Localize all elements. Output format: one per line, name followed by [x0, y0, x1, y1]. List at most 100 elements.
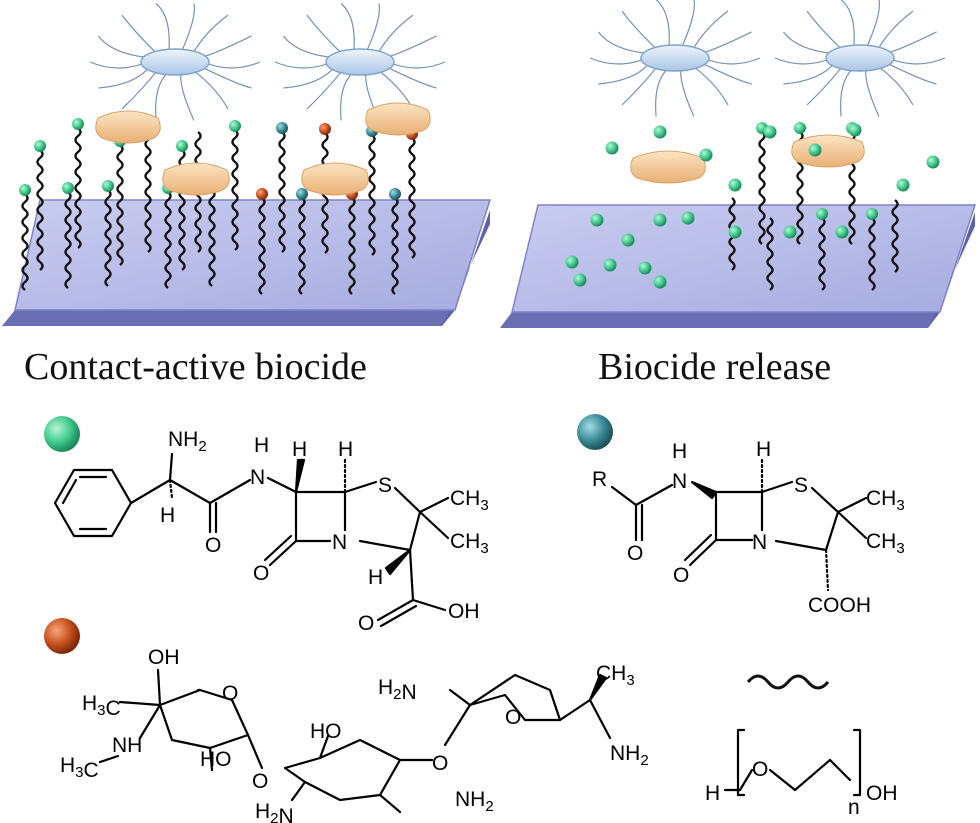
chain-wave-icon [746, 674, 830, 690]
green-bead [866, 208, 878, 220]
surface-slab-right [500, 204, 977, 328]
flagellum [202, 61, 261, 69]
bacterium-body [825, 44, 895, 72]
caption-contact-active: Contact-active biocide [24, 346, 367, 388]
green-bead [783, 225, 797, 239]
flagellum [274, 61, 333, 69]
green-bead [565, 255, 579, 269]
cell-debris [630, 150, 706, 184]
flagellum [199, 65, 252, 89]
green-bead [926, 155, 940, 169]
atom-n: N [250, 466, 265, 489]
green-bead [621, 233, 635, 247]
atom-nh2: NH2 [610, 742, 649, 769]
teal-bead [389, 188, 401, 200]
polymer-chain [891, 199, 899, 273]
flagellum [699, 61, 752, 85]
ampicillin-structure: NH2 H O H N H H S CH3 CH3 O N H O OH [53, 428, 489, 635]
flagellum [340, 71, 355, 121]
flagellum [680, 67, 695, 117]
surface-slab-left [2, 199, 492, 326]
atom-n: N [332, 531, 347, 554]
atom-h2n: H2N [378, 676, 417, 704]
polymer-chain [298, 197, 306, 295]
green-bead [102, 180, 114, 192]
atom-h2n: H2N [255, 800, 294, 823]
atom-ho: HO [310, 720, 342, 743]
flagellum [700, 31, 752, 55]
flagellum [806, 10, 843, 51]
polymer-chain [74, 127, 82, 249]
polymer-chain [766, 217, 774, 291]
atom-o: O [252, 770, 268, 793]
flagellum [365, 3, 380, 53]
polymer-chain [408, 137, 416, 259]
green-bead [653, 275, 667, 289]
legend-orange-bead [44, 618, 80, 654]
flagellum [865, 0, 880, 49]
atom-n: N [752, 531, 767, 554]
teal-bead [276, 122, 288, 134]
atom-o: O [432, 752, 448, 775]
polymer-chain [231, 129, 239, 251]
atom-h: H [338, 438, 353, 461]
green-bead [681, 211, 695, 225]
bacteria-right [589, 0, 946, 117]
atom-oh: OH [448, 600, 480, 623]
bacteria-left [89, 3, 446, 121]
cell-debris [95, 110, 161, 144]
green-bead [573, 273, 587, 287]
flagellum [692, 65, 729, 106]
polymer-chain [348, 197, 356, 295]
green-bead [176, 140, 188, 152]
legend-green-bead [44, 416, 80, 452]
caption-biocide-release: Biocide release [598, 346, 832, 388]
atom-o: O [673, 564, 689, 587]
flagellum [887, 57, 946, 65]
green-bead [699, 148, 713, 162]
atom-ho: HO [200, 748, 232, 771]
flagellum [885, 31, 937, 55]
atom-h: H [160, 504, 175, 527]
green-bead [638, 261, 652, 275]
peg-structure: H O OH n [705, 674, 898, 819]
legend-teal-bead [577, 414, 613, 450]
atom-oh: OH [148, 646, 180, 669]
right-panel [500, 0, 977, 328]
bacterium-body [140, 48, 210, 76]
bacterium [774, 0, 946, 117]
green-bead [653, 125, 667, 139]
flagellum [121, 14, 158, 55]
flagellum [589, 57, 648, 65]
flagellum [98, 65, 151, 89]
flagellum [691, 10, 729, 51]
green-bead [816, 208, 828, 220]
atom-s: S [794, 474, 808, 497]
bacterium-body [325, 48, 395, 76]
gentamicin-structure: OH H3C NH H3C O HO O HO H2N NH2 O H2N O … [60, 646, 649, 823]
flagellum [340, 3, 355, 53]
atom-nh2: NH2 [455, 788, 494, 815]
atom-h: H [672, 440, 687, 463]
green-bead [848, 123, 862, 137]
atom-ch3: CH3 [450, 487, 489, 514]
flagellum [655, 67, 670, 117]
flagellum [180, 71, 195, 121]
polymer-chain [278, 131, 286, 253]
atom-h3c: H3C [82, 692, 121, 720]
penicillin-structure: R O N H H S CH3 CH3 O N COOH [592, 438, 905, 617]
flagellum [155, 71, 170, 121]
flagellum [884, 61, 937, 85]
flagellum [155, 3, 170, 53]
polymer-chain [104, 189, 112, 287]
atom-ch3: CH3 [866, 530, 905, 557]
green-bead [34, 140, 46, 152]
flagellum [840, 0, 855, 49]
green-bead [72, 118, 84, 130]
flagellum [384, 65, 437, 89]
green-bead [653, 213, 667, 227]
bacterium [274, 3, 446, 121]
atom-nh: NH [112, 734, 142, 757]
polymer-chain [391, 197, 399, 295]
atom-r: R [592, 468, 607, 491]
